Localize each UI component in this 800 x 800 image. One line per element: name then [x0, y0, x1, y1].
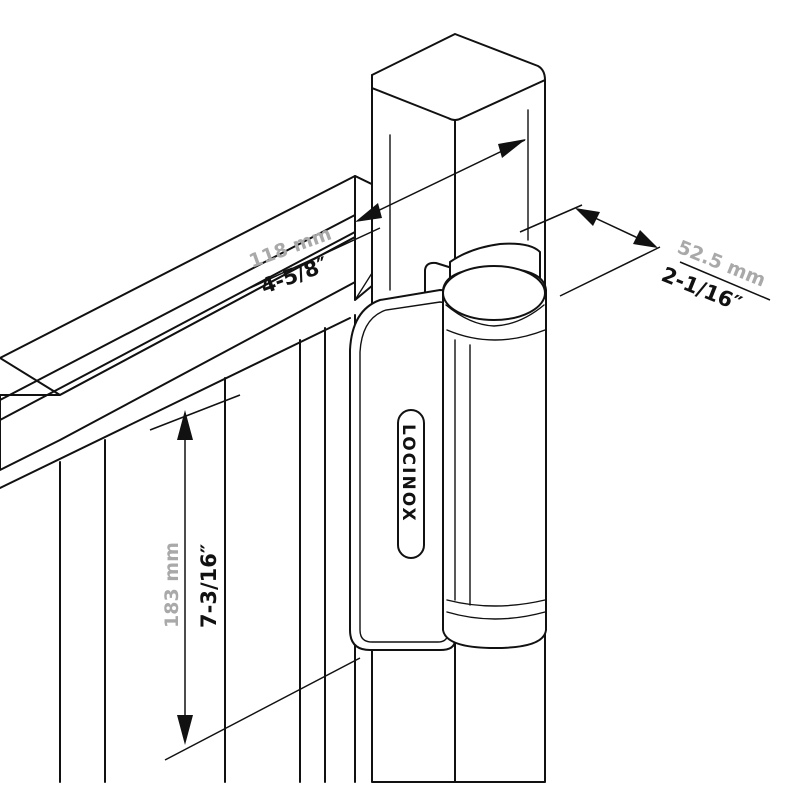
brand-logo: LOCINOX [398, 424, 418, 523]
dimension-arrow-icon [355, 203, 382, 222]
logo-badge [397, 409, 425, 559]
dimension-arrow-icon [177, 410, 193, 440]
dimension-arrow-icon [498, 139, 526, 158]
height-dimension: 183 mm 7-3/16″ [149, 394, 361, 761]
dimension-arrow-icon [575, 208, 600, 226]
depth-dimension: 52.5 mm 2-1/16″ [519, 204, 771, 316]
gate-rail [0, 175, 416, 783]
dimension-arrow-icon [633, 230, 658, 248]
height-metric-label: 183 mm [161, 542, 183, 628]
dimension-arrow-icon [177, 715, 193, 745]
hinge-body: LOCINOX [349, 261, 456, 651]
hinge-barrel [442, 242, 547, 649]
height-imperial-label: 7-3/16″ [197, 544, 221, 628]
